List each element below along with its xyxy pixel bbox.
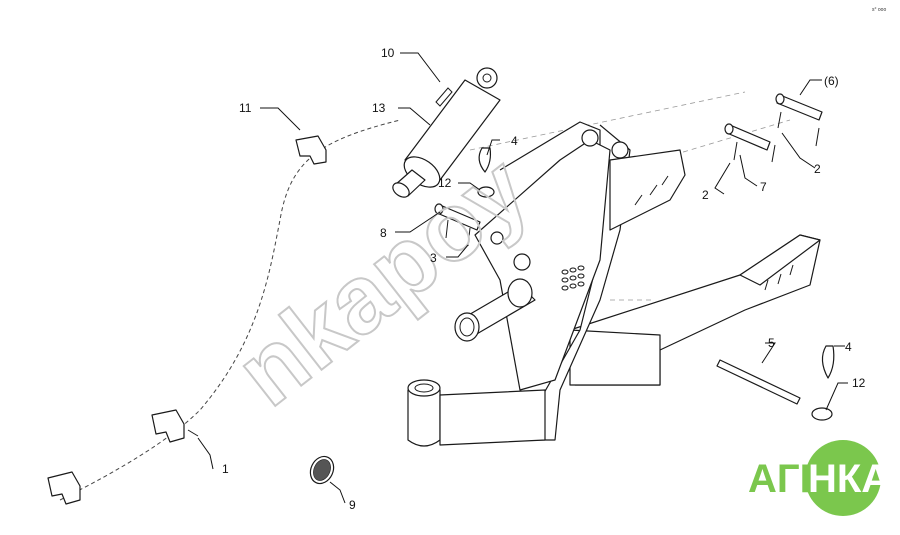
- watermark-text: nkapoy: [217, 135, 548, 426]
- agronka-logo: АГРО НКА: [748, 440, 890, 516]
- leader-lines: [197, 52, 848, 504]
- callout-2-left: 2: [702, 188, 709, 202]
- corner-mark: s° ooo: [872, 7, 886, 13]
- pin-part-6: [775, 93, 823, 147]
- reference-lines: [469, 91, 791, 301]
- ring-part-12: [477, 186, 833, 421]
- callout-6: (6): [824, 74, 839, 88]
- main-frame: [407, 121, 821, 447]
- hydraulic-cylinder: [392, 67, 501, 198]
- clip-part-4: [478, 147, 835, 379]
- callout-5: 5: [768, 336, 775, 350]
- callout-2-right: 2: [814, 162, 821, 176]
- callout-8: 8: [380, 226, 387, 240]
- callout-4-bottom: 4: [845, 340, 852, 354]
- callout-9: 9: [349, 498, 356, 512]
- callout-4-top: 4: [511, 134, 518, 148]
- connector-part-1: [47, 409, 199, 505]
- callout-1: 1: [222, 462, 229, 476]
- callout-11: 11: [239, 101, 252, 115]
- pin-part-8: [434, 203, 481, 247]
- logo-text-right: НКА: [808, 457, 890, 501]
- logo-circle: [805, 440, 881, 516]
- callout-10: 10: [381, 46, 395, 60]
- callout-12-bottom: 12: [852, 376, 866, 390]
- callout-labels: 1 2 2 3 4 4 5 (6) 7 8 9 10 11 12 12 13: [222, 46, 866, 512]
- callout-7: 7: [760, 180, 767, 194]
- callout-12-top: 12: [438, 176, 452, 190]
- connector-part-11: [295, 135, 327, 165]
- callout-3: 3: [430, 251, 437, 265]
- grille-part-9: [309, 455, 335, 485]
- pin-part-7: [724, 123, 776, 163]
- callout-13: 13: [372, 101, 386, 115]
- vent-holes: [561, 265, 585, 291]
- pin-part-5: [716, 359, 801, 405]
